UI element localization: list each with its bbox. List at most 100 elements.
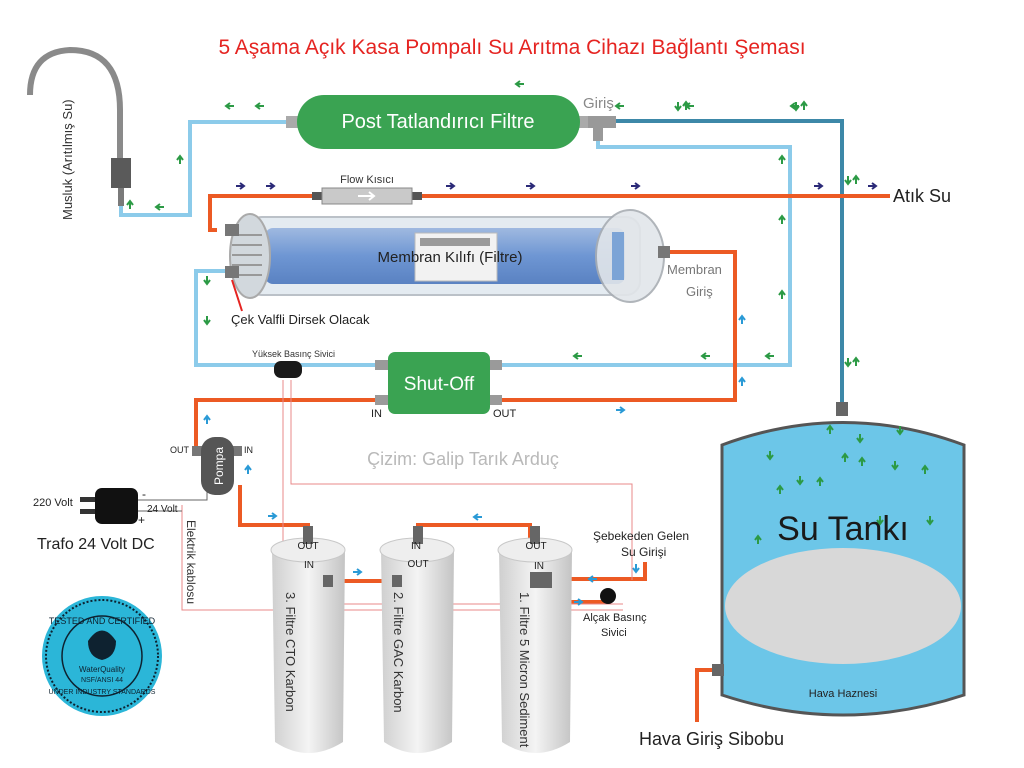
flow-arrow-53 — [926, 516, 934, 526]
filter-3-side-port: IN — [304, 560, 314, 571]
badge-center-text-2: NSF/ANSI 44 — [81, 677, 123, 684]
membrane-inlet-label-2: Giriş — [686, 284, 713, 299]
flow-arrow-33 — [632, 564, 640, 574]
flow-arrow-12 — [236, 182, 246, 190]
high-pressure-switch-label: Yüksek Basınç Sivici — [252, 349, 335, 359]
post-filter-label: Post Tatlandırıcı Filtre — [341, 111, 534, 133]
flow-arrow-9 — [778, 154, 786, 164]
flow-arrow-34 — [574, 598, 584, 606]
tank-label: Su Tankı — [777, 510, 909, 548]
flow-arrow-2 — [514, 80, 524, 88]
inlet-label: Giriş — [583, 95, 614, 112]
check-valve-label: Çek Valfli Dirsek Olacak — [231, 312, 370, 327]
mains-inlet-label-2: Su Girişi — [621, 545, 666, 559]
shutoff-in-label: IN — [371, 408, 382, 420]
air-chamber-label: Hava Haznesi — [809, 688, 877, 700]
flow-arrow-39 — [844, 176, 852, 186]
flow-arrow-0 — [224, 102, 234, 110]
credit-label: Çizim: Galip Tarık Arduç — [367, 449, 559, 469]
flow-arrow-49 — [896, 426, 904, 436]
high-pressure-switch — [274, 361, 302, 378]
flow-arrow-36 — [682, 100, 690, 110]
pump-in-label: IN — [244, 445, 253, 455]
post-filter — [286, 95, 590, 149]
flow-arrow-52 — [921, 464, 929, 474]
flow-arrow-1 — [254, 102, 264, 110]
flow-arrow-46 — [826, 424, 834, 434]
flow-restrictor — [312, 187, 422, 205]
flow-arrow-6 — [154, 203, 164, 211]
flow-arrow-37 — [792, 102, 800, 112]
flow-arrow-40 — [852, 174, 860, 184]
transformer — [80, 488, 138, 524]
low-pressure-label-1: Alçak Basınç — [583, 612, 647, 624]
pump-label: Pompa — [212, 447, 226, 485]
flow-arrow-21 — [572, 352, 582, 360]
membrane-housing — [225, 209, 670, 303]
water-tank — [712, 402, 966, 717]
membrane-label: Membran Kılıfı (Filtre) — [377, 249, 522, 266]
filter-1 — [497, 526, 573, 753]
flow-arrow-42 — [852, 356, 860, 366]
badge-bottom-text: UNDER INDUSTRY STANDARDS — [49, 689, 156, 696]
flow-arrow-32 — [587, 575, 597, 583]
badge-center-text-1: WaterQuality — [79, 665, 125, 674]
shutoff-out-label: OUT — [493, 408, 517, 420]
flow-arrows — [126, 80, 934, 606]
minus-label: - — [142, 487, 146, 501]
badge-top-text: TESTED AND CERTIFIED — [49, 616, 156, 626]
flow-arrow-15 — [526, 182, 536, 190]
flow-arrow-51 — [891, 461, 899, 471]
filter-1-side-port: IN — [534, 561, 544, 572]
filter-2 — [379, 526, 455, 753]
flow-arrow-16 — [631, 182, 641, 190]
waste-water-label: Atık Su — [893, 186, 951, 206]
tank-pipe — [612, 119, 844, 405]
flow-arrow-3 — [614, 102, 624, 110]
flow-arrow-55 — [876, 516, 884, 526]
filter-2-top-port: IN — [411, 541, 421, 552]
membrane-inlet-label-1: Membran — [667, 262, 722, 277]
filter-2-side-port: OUT — [407, 559, 428, 570]
flow-arrow-20 — [203, 316, 211, 326]
certification-badge — [42, 596, 162, 716]
flow-arrow-11 — [778, 289, 786, 299]
mains-inlet-label-1: Şebekeden Gelen — [593, 529, 689, 543]
faucet-label: Musluk (Arıtılmış Su) — [60, 99, 75, 220]
inlet-tee — [588, 116, 616, 141]
flow-arrow-14 — [446, 182, 456, 190]
flow-arrow-47 — [856, 434, 864, 444]
air-valve-label: Hava Giriş Sibobu — [639, 729, 784, 749]
plus-label: + — [138, 513, 145, 527]
filter-3 — [270, 526, 346, 753]
shutoff-valve — [375, 352, 502, 414]
filter-3-label: 3. Filtre CTO Karbon — [283, 592, 298, 712]
flow-arrow-23 — [764, 352, 774, 360]
flow-arrow-31 — [472, 513, 482, 521]
flow-arrow-25 — [738, 314, 746, 324]
flow-arrow-28 — [244, 464, 252, 474]
flow-arrow-50 — [816, 476, 824, 486]
pump — [192, 437, 242, 495]
faucet — [27, 46, 131, 206]
flow-arrow-54 — [754, 534, 762, 544]
shutoff-label: Shut-Off — [404, 374, 475, 395]
flow-arrow-19 — [203, 276, 211, 286]
flow-arrow-45 — [796, 476, 804, 486]
low-pressure-label-2: Sivici — [601, 627, 627, 639]
flow-arrow-35 — [674, 102, 682, 112]
flow-arrow-26 — [738, 376, 746, 386]
filter-1-top-port: OUT — [525, 541, 546, 552]
flow-arrow-48 — [858, 456, 866, 466]
low-pressure-switch — [600, 588, 616, 604]
flow-arrow-8 — [126, 199, 134, 209]
flow-arrow-44 — [776, 484, 784, 494]
v220-label: 220 Volt — [33, 497, 73, 509]
flow-arrow-29 — [268, 512, 278, 520]
flow-arrow-43 — [766, 451, 774, 461]
flow-arrow-30 — [353, 568, 363, 576]
flow-arrow-22 — [700, 352, 710, 360]
flow-arrow-38 — [800, 100, 808, 110]
flow-arrow-24 — [616, 406, 626, 414]
